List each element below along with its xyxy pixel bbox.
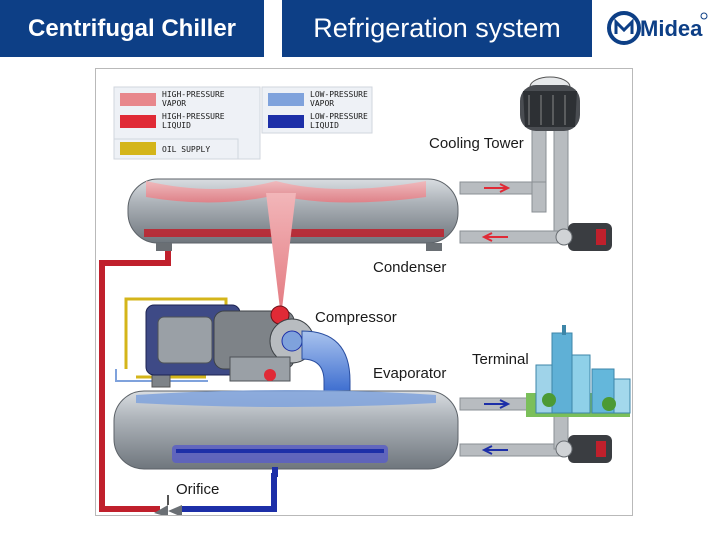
legend-lp-vapor-1: LOW-PRESSURE [310,90,368,99]
condenser-water-circuit [459,181,612,251]
evaporator-vessel [113,390,459,470]
legend-hp-vapor-1: HIGH-PRESSURE [162,90,225,99]
label-cooling-tower: Cooling Tower [427,135,526,152]
legend-swatch-hp-liquid [120,115,156,128]
suction-elbow [301,330,351,392]
slide-title-text: Centrifugal Chiller [27,14,237,42]
legend-hp-liquid-1: HIGH-PRESSURE [162,112,225,121]
label-evaporator: Evaporator [371,365,449,382]
compressor-assembly [145,304,315,382]
evaporator-water-circuit [459,397,612,463]
midea-logo: Midea [607,11,708,45]
legend-swatch-hp-vapor [120,93,156,106]
legend-lp-liquid-2: LIQUID [310,121,339,130]
discharge-vapor-plume [266,193,296,309]
legend-hp-vapor-2: VAPOR [162,99,186,108]
flow-arrow-icon [481,445,508,455]
legend-swatch-lp-vapor [268,93,304,106]
chiller-diagram: HIGH-PRESSURE VAPOR HIGH-PRESSURE LIQUID… [99,76,631,515]
slide-subtitle-text: Refrigeration system [313,13,561,43]
legend-swatch-oil [120,142,156,155]
label-compressor: Compressor [313,309,399,326]
cooling-tower [520,76,580,232]
flow-arrow-icon [484,399,511,409]
label-condenser: Condenser [371,259,449,276]
high-pressure-liquid-line [99,241,277,515]
legend-swatch-lp-liquid [268,115,304,128]
legend: HIGH-PRESSURE VAPOR HIGH-PRESSURE LIQUID… [113,86,373,160]
legend-hp-liquid-2: LIQUID [162,121,191,130]
label-orifice: Orifice [174,481,222,498]
slide-subtitle: Refrigeration system [282,0,592,57]
flow-arrow-icon [484,183,511,193]
legend-lp-liquid-1: LOW-PRESSURE [310,112,368,121]
legend-oil: OIL SUPPLY [162,145,210,154]
terminal-buildings [526,325,631,417]
diagram-frame: HIGH-PRESSURE VAPOR HIGH-PRESSURE LIQUID… [95,68,633,516]
label-terminal: Terminal [470,351,531,368]
slide-title: Centrifugal Chiller [0,0,264,57]
legend-lp-vapor-2: VAPOR [310,99,334,108]
brand-name: Midea [640,16,703,41]
flow-arrow-icon [481,232,508,242]
